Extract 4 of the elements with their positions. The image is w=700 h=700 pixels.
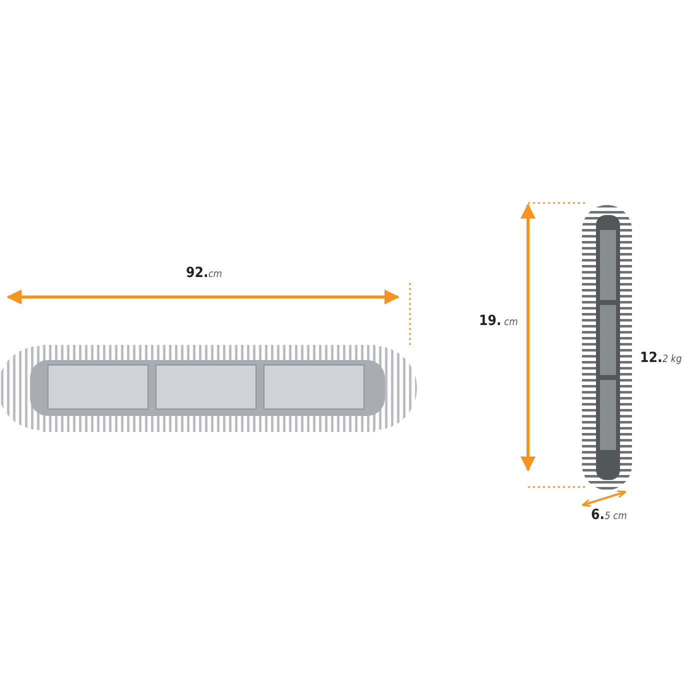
depth-dimension: 6.5 cm [591,507,627,523]
weight-value: 12.2 kg [640,350,682,366]
width-dimension: 92.cm [186,265,222,281]
height-dimension: 19. cm [479,313,518,329]
